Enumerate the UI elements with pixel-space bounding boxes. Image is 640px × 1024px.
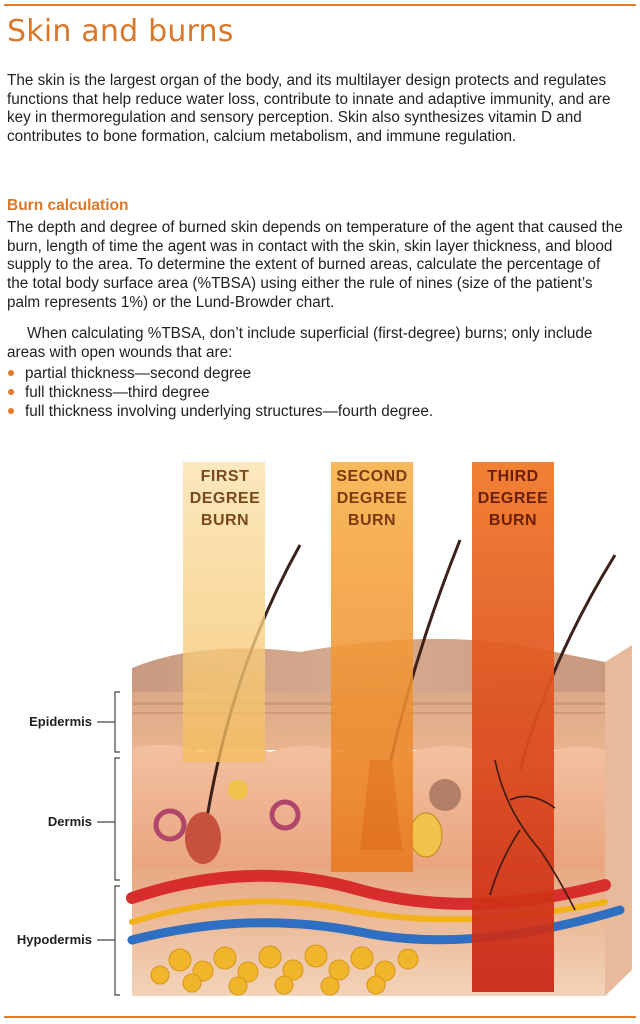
gland-burned <box>429 779 461 811</box>
dermis-label: Dermis <box>47 814 92 829</box>
hypodermis-label: Hypodermis <box>16 932 92 947</box>
first-degree-label: FIRST DEGREE BURN <box>189 468 261 529</box>
tbsa-paragraph: When calculating %TBSA, don’t include su… <box>7 325 593 361</box>
skin-cross-section-svg <box>97 462 632 996</box>
top-rule <box>4 4 636 6</box>
epidermis-label: Epidermis <box>29 714 92 729</box>
hair-bulb <box>185 812 221 864</box>
burn-degree-list: partial thickness—second degree full thi… <box>7 364 433 421</box>
bullet-icon <box>8 389 14 395</box>
sweat-gland <box>269 799 301 831</box>
list-item: full thickness involving underlying stru… <box>7 402 433 421</box>
bullet-icon <box>8 408 14 414</box>
third-degree-label: THIRD DEGREE BURN <box>477 468 549 529</box>
burn-calculation-paragraph: The depth and degree of burned skin depe… <box>7 219 623 311</box>
intro-paragraph: The skin is the largest organ of the bod… <box>7 72 611 146</box>
sebaceous-gland <box>228 780 248 800</box>
third-degree-column <box>472 462 554 992</box>
skin-burn-illustration: FIRST DEGREE BURN SECOND DEGREE BURN THI… <box>0 440 640 1012</box>
second-degree-label: SECOND DEGREE BURN <box>336 468 408 529</box>
bottom-rule <box>4 1016 636 1018</box>
second-degree-column <box>331 462 413 872</box>
burn-columns <box>183 462 554 992</box>
fat-cells <box>150 944 419 996</box>
charred-vessels <box>489 759 576 911</box>
pacinian-corpuscle <box>409 812 443 858</box>
glands <box>153 779 461 858</box>
list-item: partial thickness—second degree <box>7 364 433 383</box>
layer-brackets <box>97 691 120 996</box>
first-degree-column <box>183 462 265 762</box>
skin-side-face <box>605 645 632 996</box>
section-heading: Burn calculation <box>7 197 129 214</box>
sweat-gland <box>153 808 187 842</box>
bullet-icon <box>8 370 14 376</box>
page-title: Skin and burns <box>7 14 234 49</box>
list-item: full thickness—third degree <box>7 383 433 402</box>
